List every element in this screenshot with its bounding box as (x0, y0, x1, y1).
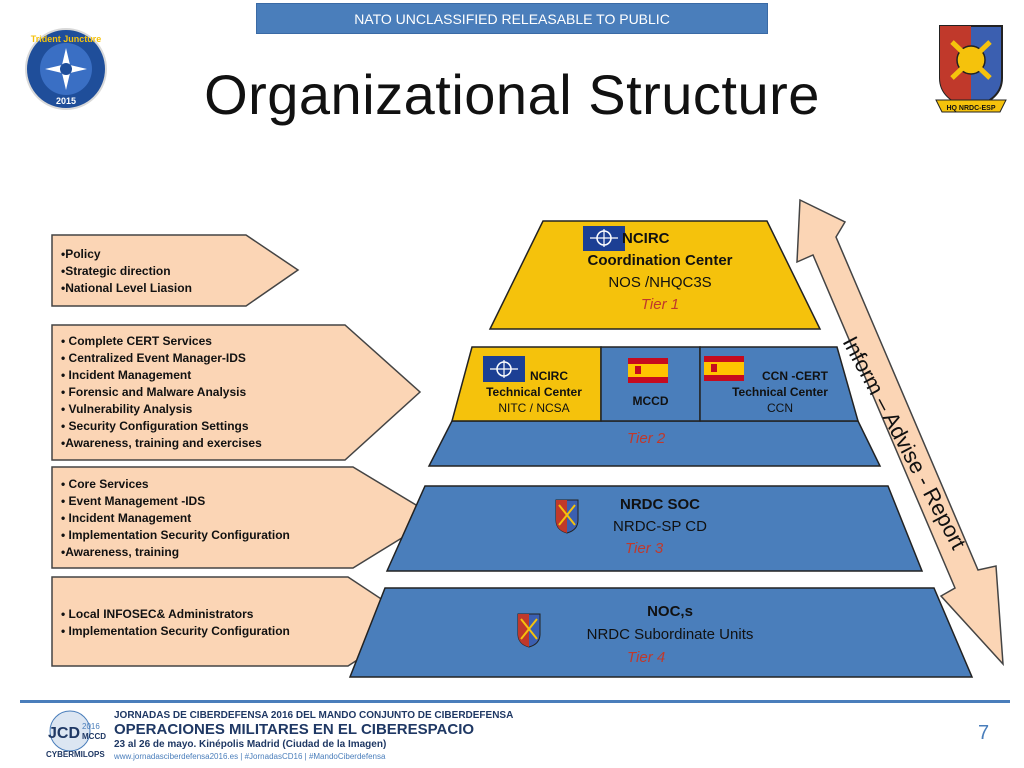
tier3-line2: NRDC-SP CD (613, 518, 707, 535)
tier1-trapezoid (488, 220, 822, 330)
tier2-ccn-line2: Technical Center (732, 385, 828, 399)
list-item: •Awareness, training and exercises (61, 436, 262, 450)
list-item: • Incident Management (61, 368, 192, 382)
inform-advise-report-arrow (796, 198, 1004, 667)
list-item: • Core Services (61, 477, 149, 491)
list-item: • Security Configuration Settings (61, 419, 249, 433)
trident-juncture-logo-icon: Trident Juncture 2015 (25, 28, 107, 110)
footer-logo-sub: MCCD (82, 732, 106, 741)
list-item: • Event Management -IDS (61, 494, 206, 508)
tier4-line1: NOC,s (647, 603, 693, 620)
tier4-tier-label: Tier 4 (627, 649, 666, 666)
footer-logo-top: JCD (48, 725, 80, 742)
tier1-line3: NOS /NHQC3S (608, 274, 712, 291)
logo-left-year-text: 2015 (56, 96, 76, 106)
tier4-trapezoid (348, 587, 974, 678)
tier2-ncirc-line1: NCIRC (530, 369, 568, 383)
left-box-1: •Policy •Strategic direction •National L… (61, 246, 192, 297)
list-item: • Forensic and Malware Analysis (61, 385, 247, 399)
tier2-ccn-label: CCN -CERT Technical Center CCN (712, 368, 848, 416)
footer-divider (20, 700, 1010, 703)
left-box-3: • Core Services • Event Management -IDS … (61, 476, 290, 561)
left-box-2: • Complete CERT Services • Centralized E… (61, 333, 262, 452)
page-title: Organizational Structure (204, 63, 820, 126)
footer-line3: 23 al 26 de mayo. Kinépolis Madrid (Ciud… (114, 739, 387, 750)
tier3-tier-label: Tier 3 (625, 540, 664, 557)
list-item: •Strategic direction (61, 264, 171, 278)
spain-flag-icon (628, 358, 668, 383)
tier1-line2: Coordination Center (587, 252, 733, 269)
classification-banner: NATO UNCLASSIFIED RELEASABLE TO PUBLIC (256, 3, 768, 34)
tier4-label: NOC,s NRDC Subordinate Units Tier 4 (565, 600, 775, 669)
tier2-ccn-line1: CCN -CERT (762, 369, 828, 383)
left-box-2-shape (51, 324, 422, 461)
left-box-3-shape (51, 466, 438, 569)
left-box-1-shape (51, 234, 300, 307)
jcd-2016-logo-icon: JCD 2016 MCCD CYBERMILOPS (46, 710, 106, 759)
nato-flag-icon (583, 226, 625, 251)
tier2-ccn-line3: CCN (767, 401, 793, 415)
footer-line4: www.jornadasciberdefensa2016.es | #Jorna… (114, 752, 386, 761)
list-item: • Complete CERT Services (61, 334, 212, 348)
footer-line1: JORNADAS DE CIBERDEFENSA 2016 DEL MANDO … (114, 710, 514, 721)
tier4-line2: NRDC Subordinate Units (586, 626, 754, 643)
tier2-tier-label: Tier 2 (627, 430, 666, 447)
list-item: • Incident Management (61, 511, 192, 525)
tier2-ncirc-line3: NITC / NCSA (498, 401, 570, 415)
tier1-line1: NCIRC (622, 230, 670, 247)
hq-nrdc-esp-crest-icon: HQ NRDC-ESP (935, 25, 1007, 113)
list-item: • Local INFOSEC& Administrators (61, 607, 254, 621)
footer-logo-bottom: CYBERMILOPS (46, 750, 105, 759)
list-item: • Vulnerability Analysis (61, 402, 193, 416)
logo-right-label: HQ NRDC-ESP (946, 105, 995, 112)
tier1-label: NCIRC Coordination Center NOS /NHQC3S Ti… (570, 228, 750, 316)
list-item: • Implementation Security Configuration (61, 624, 290, 638)
tier2-ncirc-line2: Technical Center (486, 385, 582, 399)
footer-logo-year: 2016 (82, 722, 100, 731)
tier3-trapezoid (385, 485, 924, 572)
tier2-ncirc-label: NCIRC Technical Center NITC / NCSA (470, 368, 598, 416)
list-item: •National Level Liasion (61, 281, 192, 295)
tier3-line1: NRDC SOC (619, 496, 700, 513)
tier2-mccd-label: MCCD (632, 394, 669, 408)
logo-left-top-text: Trident Juncture (31, 34, 102, 44)
tier3-label: NRDC SOC NRDC-SP CD Tier 3 (585, 494, 735, 560)
nrdc-crest-icon (517, 613, 541, 648)
list-item: •Policy (61, 247, 101, 261)
left-box-4: • Local INFOSEC& Administrators • Implem… (61, 606, 290, 640)
list-item: • Implementation Security Configuration (61, 528, 290, 542)
list-item: • Centralized Event Manager-IDS (61, 351, 246, 365)
footer-line2: OPERACIONES MILITARES EN EL CIBERESPACIO (114, 721, 475, 738)
tier1-tier-label: Tier 1 (640, 296, 680, 313)
page-number: 7 (978, 722, 990, 744)
spain-flag-icon (704, 356, 744, 381)
nrdc-crest-icon (555, 499, 579, 534)
nato-flag-icon (483, 356, 525, 382)
list-item: •Awareness, training (61, 545, 180, 559)
